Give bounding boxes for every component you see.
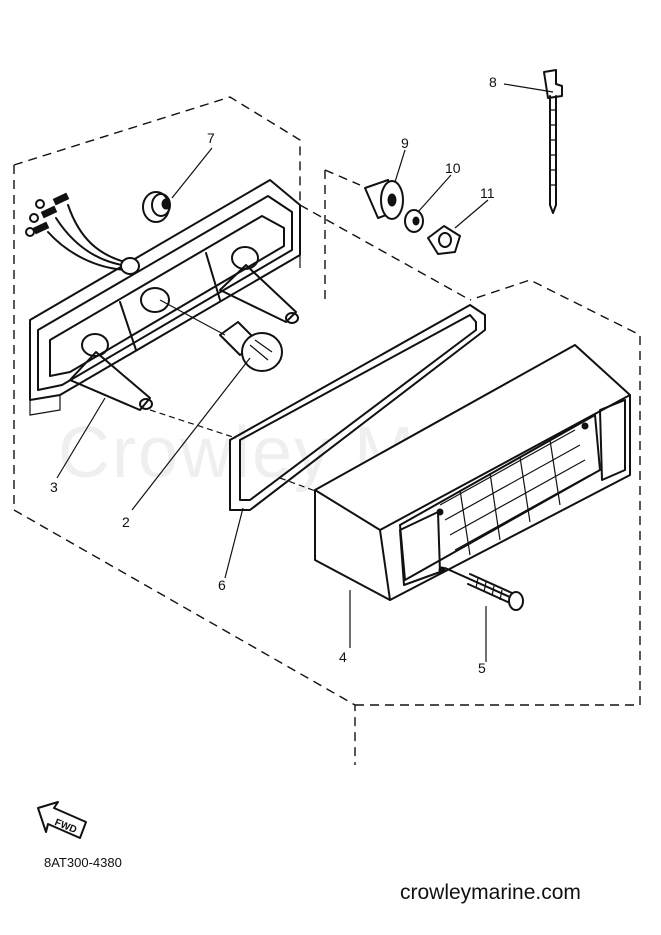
callout-lens: 4 — [339, 649, 347, 665]
alignment-lines — [149, 409, 319, 493]
callout-nut: 11 — [480, 185, 495, 201]
callout-grommet: 7 — [207, 130, 215, 146]
screw — [444, 567, 524, 611]
callout-labels: 2 3 4 5 6 7 8 9 10 11 — [50, 74, 497, 676]
lamp-base-housing — [29, 179, 301, 416]
washer — [404, 209, 424, 233]
part-code: 8AT300-4380 — [44, 855, 122, 870]
wire-harness — [25, 192, 140, 275]
callout-gasket: 6 — [218, 577, 226, 593]
nut — [427, 225, 461, 255]
assembly-boundary — [13, 96, 641, 765]
callout-bulb: 2 — [122, 514, 130, 530]
gasket — [229, 304, 486, 511]
leader-lines — [56, 83, 554, 662]
callout-collar: 9 — [401, 135, 409, 151]
site-url: crowleymarine.com — [400, 881, 581, 904]
bulb — [159, 299, 283, 372]
callout-lamp-base: 3 — [50, 479, 58, 495]
callout-washer: 10 — [445, 160, 461, 176]
collar — [364, 179, 404, 220]
fwd-arrow-icon: FWD — [37, 801, 87, 839]
lens — [314, 344, 631, 601]
grommet — [142, 191, 171, 223]
callout-screw: 5 — [478, 660, 486, 676]
callout-cable-tie: 8 — [489, 74, 497, 90]
